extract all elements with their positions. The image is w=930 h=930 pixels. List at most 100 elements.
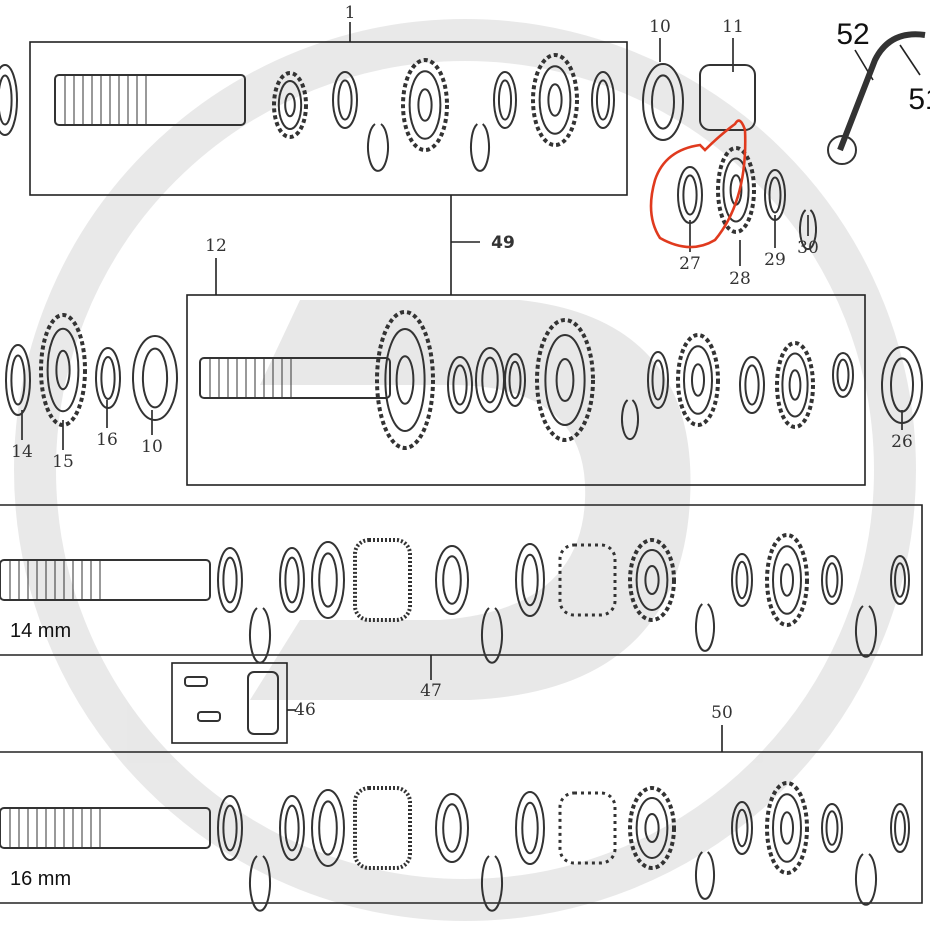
ratchet-spring-part xyxy=(558,791,617,865)
callout-46: 46 xyxy=(294,700,316,720)
washer-part-hole xyxy=(768,176,782,214)
washer-part-hole xyxy=(890,357,914,413)
washer-part xyxy=(0,64,18,136)
callout-15: 15 xyxy=(52,452,74,472)
gear-part-hub xyxy=(555,358,575,402)
ratchet-spring-part xyxy=(558,543,617,617)
shaft-part xyxy=(199,357,391,399)
washer-part-hole xyxy=(318,552,338,608)
callout-49: 49 xyxy=(491,233,515,253)
assembly-1-box xyxy=(29,41,628,196)
gear-part-body xyxy=(46,327,80,413)
callout-30: 30 xyxy=(797,238,819,258)
washer-part-hole xyxy=(894,810,906,846)
washer-part xyxy=(217,547,243,613)
gear-part xyxy=(628,786,676,870)
washer-part xyxy=(515,543,545,617)
washer-part xyxy=(739,356,765,414)
gear-part-hub xyxy=(547,83,563,117)
washer-part xyxy=(493,71,517,129)
washer-part-hole xyxy=(682,174,698,216)
gear-part-body xyxy=(544,334,586,426)
washer-part xyxy=(5,344,31,416)
washer-part xyxy=(332,71,358,129)
gear-part-hub xyxy=(780,563,794,597)
gear-part xyxy=(272,71,308,139)
bolt-part xyxy=(184,676,208,687)
callout-14: 14 xyxy=(11,442,33,462)
gear-part-body xyxy=(683,345,713,415)
washer-part-hole xyxy=(521,801,539,855)
kickstart-16mm-box xyxy=(0,751,923,904)
callout-26: 26 xyxy=(891,432,913,452)
washer-part xyxy=(890,803,910,853)
callout-11: 11 xyxy=(722,17,744,37)
gear-part-hub xyxy=(644,813,660,843)
washer-part-hole xyxy=(100,356,116,400)
washer-part-hole xyxy=(452,364,468,406)
washer-part-hole xyxy=(284,804,300,852)
gear-part xyxy=(375,310,435,450)
circlip-part xyxy=(799,209,817,250)
highlight-circle xyxy=(649,119,747,249)
circlip-part xyxy=(367,123,389,172)
washer-part xyxy=(311,541,345,619)
washer-part-hole xyxy=(744,364,760,406)
washer-part xyxy=(591,71,615,129)
circlip-part xyxy=(695,851,715,900)
washer-part xyxy=(447,356,473,414)
washer-part xyxy=(435,793,469,863)
gear-part-body xyxy=(772,793,802,863)
gear-part xyxy=(716,146,756,234)
washer-part-hole xyxy=(508,360,522,400)
washer-part xyxy=(132,335,178,421)
washer-part xyxy=(731,801,753,855)
spring-part xyxy=(353,786,412,870)
gear-part xyxy=(535,318,595,442)
bracket-46-box xyxy=(171,662,288,744)
circlip-part xyxy=(855,605,877,658)
washer-part xyxy=(95,347,121,409)
gear-part-hub xyxy=(395,355,415,405)
washer-part xyxy=(279,795,305,861)
circlip-part xyxy=(621,399,639,440)
callout-16: 16 xyxy=(96,430,118,450)
circlip-part xyxy=(481,855,503,912)
callout-29: 29 xyxy=(764,250,786,270)
callout-12: 12 xyxy=(205,236,227,256)
circlip-part xyxy=(695,603,715,652)
gear-part-body xyxy=(722,157,750,223)
kick-lever-boss xyxy=(827,135,857,165)
gear-part xyxy=(775,341,815,429)
washer-part-hole xyxy=(595,79,611,121)
washer-part-hole xyxy=(651,74,675,130)
callout-47: 47 xyxy=(420,681,442,701)
washer-part xyxy=(821,555,843,605)
assembly-12-box xyxy=(186,294,866,486)
washer-part xyxy=(515,791,545,865)
washer-part-hole xyxy=(318,800,338,856)
gear-part-body xyxy=(384,328,426,432)
washer-part-hole xyxy=(337,79,353,121)
gear-part-body xyxy=(277,80,303,130)
washer-part-hole xyxy=(836,358,850,392)
washer-part-hole xyxy=(735,560,749,600)
variant-label-14mm: 14 mm xyxy=(10,620,72,642)
gear-part-hub xyxy=(691,363,705,397)
spring-part xyxy=(353,538,412,622)
gear-part-body xyxy=(538,65,572,135)
washer-part xyxy=(677,166,703,224)
washer-part-hole xyxy=(442,555,462,605)
bracket-plate-part xyxy=(247,671,279,735)
washer-part-hole xyxy=(442,803,462,853)
gear-part-body xyxy=(408,70,442,140)
gear-part xyxy=(628,538,676,622)
washer-part xyxy=(311,789,345,867)
callout-50: 50 xyxy=(711,703,733,723)
washer-part xyxy=(435,545,469,615)
washer-part-hole xyxy=(481,356,499,404)
washer-part-hole xyxy=(497,79,513,121)
circlip-part xyxy=(249,855,271,912)
